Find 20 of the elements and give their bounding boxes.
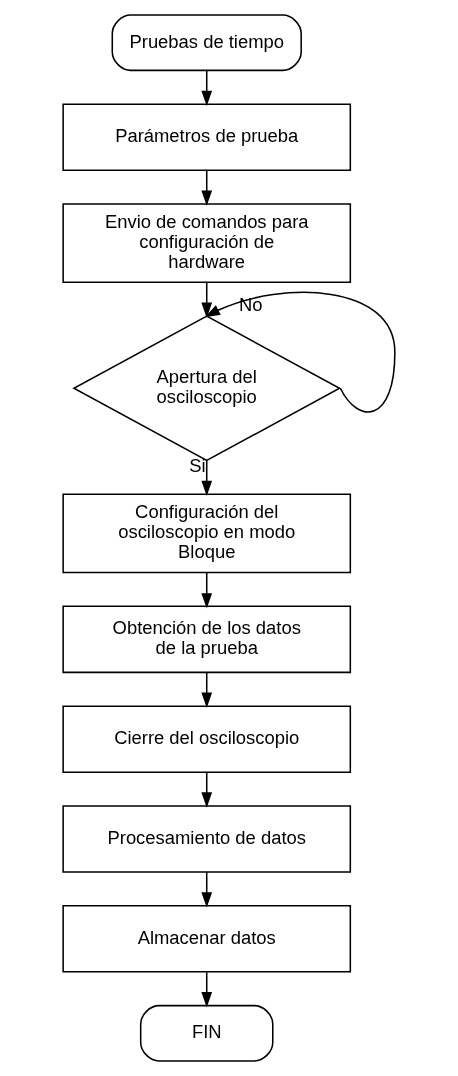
arrow [201,971,213,1008]
arrow [201,460,213,497]
node-box: Obtención de los datos de la prueba [62,605,352,674]
arrow [201,871,213,908]
arrow [201,771,213,808]
arrow [201,69,213,107]
node-box: FIN [139,1004,274,1062]
edge-label: No [239,294,263,316]
arrow [201,671,213,708]
node-box: Pruebas de tiempo [111,14,302,72]
node-box: Cierre del osciloscopio [62,705,352,773]
node-box: Procesamiento de datos [62,805,352,873]
arrow [204,291,396,413]
node-box: Configuración del osciloscopio en modo Bloque [62,493,352,574]
arrow [201,282,213,318]
node-box: Parámetros de prueba [62,103,352,171]
node-box: Almacenar datos [62,905,352,973]
arrow [201,571,213,609]
arrow [201,169,213,206]
node-box: Envio de comandos para configuración de hardware [62,203,352,284]
